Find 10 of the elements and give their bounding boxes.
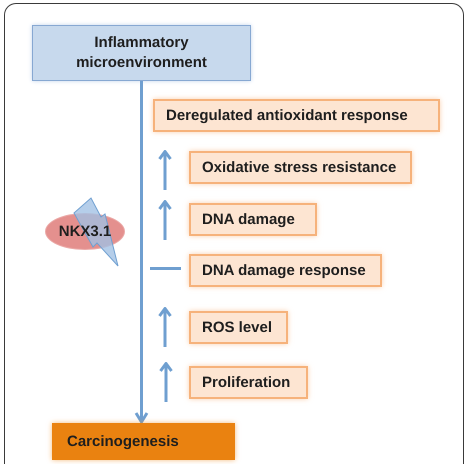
effect-box: Oxidative stress resistance — [189, 151, 412, 184]
effect-box: ROS level — [189, 311, 288, 344]
arrow — [134, 81, 148, 424]
gene-label: NKX3.1 — [58, 222, 112, 241]
source-box: Inflammatory microenvironment — [32, 25, 251, 81]
effect-box: Proliferation — [189, 366, 308, 399]
effect-box: DNA damage — [189, 203, 317, 236]
effect-box: Deregulated antioxidant response — [153, 99, 440, 132]
effect-box: DNA damage response — [189, 254, 382, 287]
outcome-box: Carcinogenesis — [52, 423, 235, 460]
